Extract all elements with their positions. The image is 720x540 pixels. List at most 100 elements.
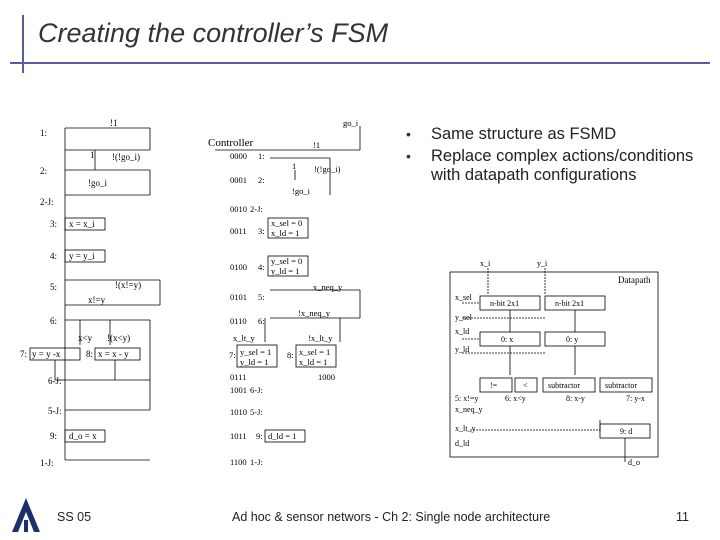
action-label: y = y -x xyxy=(32,349,61,359)
signal-label: d_o xyxy=(628,458,640,467)
state-label: 3: xyxy=(258,226,265,236)
edge-label: x_lt_y xyxy=(233,333,255,343)
state-label: 1-J: xyxy=(250,457,263,467)
state-label: 3: xyxy=(50,219,57,229)
output-label: x_ld = 1 xyxy=(299,357,327,367)
state-code: 0101 xyxy=(230,292,247,302)
datapath-diagram xyxy=(449,268,659,462)
state-label: 1-J: xyxy=(40,458,54,468)
title-accent-vertical xyxy=(22,15,24,73)
bullet-item: Same structure as FSMD xyxy=(398,125,698,144)
controller-labels: Controller go_i 0000 0001 0010 0011 0100… xyxy=(208,118,359,467)
state-code: 0001 xyxy=(230,175,247,185)
slide-title: Creating the controller’s FSM xyxy=(38,18,389,48)
footer-course: SS 05 xyxy=(57,510,92,524)
state-label: 5: xyxy=(50,282,57,292)
state-label: 2-J: xyxy=(40,197,54,207)
edge-label: x<y xyxy=(78,333,93,343)
op-label: subtractor xyxy=(605,381,637,390)
subtractor-yx xyxy=(599,377,653,393)
subtractor-xy xyxy=(542,377,596,393)
edge-label: x!=y xyxy=(88,295,106,305)
state-label: 6-J: xyxy=(48,376,62,386)
state-label: 4: xyxy=(258,262,265,272)
edge-label: !1 xyxy=(110,118,118,128)
edge-label: 1 xyxy=(90,150,95,160)
state-label: 8: xyxy=(86,349,93,359)
action-label: d_o = x xyxy=(69,431,97,441)
state-code: 0100 xyxy=(230,262,247,272)
state-label: 5: xyxy=(258,292,265,302)
state-label: 9: xyxy=(50,431,57,441)
comparator-neq xyxy=(479,377,513,393)
output-label: x_sel = 1 xyxy=(299,347,330,357)
state-label: 5-J: xyxy=(250,407,263,417)
edge-label: !(x!=y) xyxy=(115,280,141,290)
bullet-item: Replace complex actions/conditions with … xyxy=(398,147,698,185)
op-label: != xyxy=(490,381,498,390)
controller-fsm xyxy=(215,126,361,443)
state-label: 7: xyxy=(20,349,27,359)
state-code: 0011 xyxy=(230,226,247,236)
output-label: x_ld = 1 xyxy=(271,228,299,238)
edge-label: x_neq_y xyxy=(313,282,343,292)
edge-label: 1 xyxy=(292,161,296,171)
output-label: d_ld = 1 xyxy=(268,431,296,441)
state-label: 6: xyxy=(50,316,57,326)
state-code: 1000 xyxy=(318,372,335,382)
title-underline xyxy=(10,62,710,64)
state-code: 1011 xyxy=(230,431,247,441)
op-label: < xyxy=(523,381,528,390)
input-label: y_i xyxy=(537,259,548,268)
signal-label: x_neq_y xyxy=(455,405,483,414)
op-output-label: 8: x-y xyxy=(566,394,585,403)
edge-label: !(x<y) xyxy=(107,333,130,343)
university-logo xyxy=(12,498,40,532)
state-code: 1001 xyxy=(230,385,247,395)
state-code: 1010 xyxy=(230,407,247,417)
signal-label: x_lt_y xyxy=(455,424,475,433)
output-label: y_sel = 1 xyxy=(240,347,271,357)
state-label: 6-J: xyxy=(250,385,263,395)
edge-label: !1 xyxy=(313,140,320,150)
datapath-title: Datapath xyxy=(618,275,651,285)
output-label: x_sel = 0 xyxy=(271,218,302,228)
signal-label: d_ld xyxy=(455,439,469,448)
edge-label: !(!go_i) xyxy=(112,152,140,162)
controller-title: Controller xyxy=(208,137,254,149)
state-code: 1100 xyxy=(230,457,247,467)
state-code: 0111 xyxy=(230,372,246,382)
comparator-lt xyxy=(514,377,538,393)
edge-label: !go_i xyxy=(88,178,107,188)
op-output-label: 7: y-x xyxy=(626,394,645,403)
state-label: 1: xyxy=(258,151,265,161)
output-label: y_ld = 1 xyxy=(271,266,299,276)
op-output-label: 5: x!=y xyxy=(455,394,478,403)
mux-label: n-bit 2x1 xyxy=(555,299,584,308)
signal-label: x_sel xyxy=(455,293,473,302)
page-number: 11 xyxy=(676,510,689,524)
datapath-labels: Datapath x_i y_i n-bit 2x1 n-bit 2x1 0: … xyxy=(455,259,651,467)
edge-label: !x_neq_y xyxy=(298,308,331,318)
edge-label: !(!go_i) xyxy=(314,164,341,174)
signal-label: y_ld xyxy=(455,345,469,354)
signal-label: y_sel xyxy=(455,313,473,322)
register-label: 9: d xyxy=(620,427,632,436)
state-label: 8: xyxy=(287,350,294,360)
state-label: 4: xyxy=(50,251,57,261)
register-label: 0: x xyxy=(501,335,513,344)
input-label: x_i xyxy=(480,259,491,268)
register-label: 0: y xyxy=(566,335,578,344)
action-label: x = x_i xyxy=(69,219,95,229)
left-fsm-labels: 1: 2: 2-J: 3: 4: 5: 6: 7: 8: 6-J: 5-J: 9… xyxy=(20,118,141,468)
footer-chapter: Ad hoc & sensor networs - Ch 2: Single n… xyxy=(232,510,551,524)
edge-label: !x_lt_y xyxy=(308,333,333,343)
go-input-label: go_i xyxy=(343,118,359,128)
action-label: x = x - y xyxy=(98,349,129,359)
state-label: 2: xyxy=(258,175,265,185)
edge-label: !go_i xyxy=(292,186,311,196)
state-label: 7: xyxy=(229,350,236,360)
state-label: 5-J: xyxy=(48,406,62,416)
action-label: y = y_i xyxy=(69,251,95,261)
